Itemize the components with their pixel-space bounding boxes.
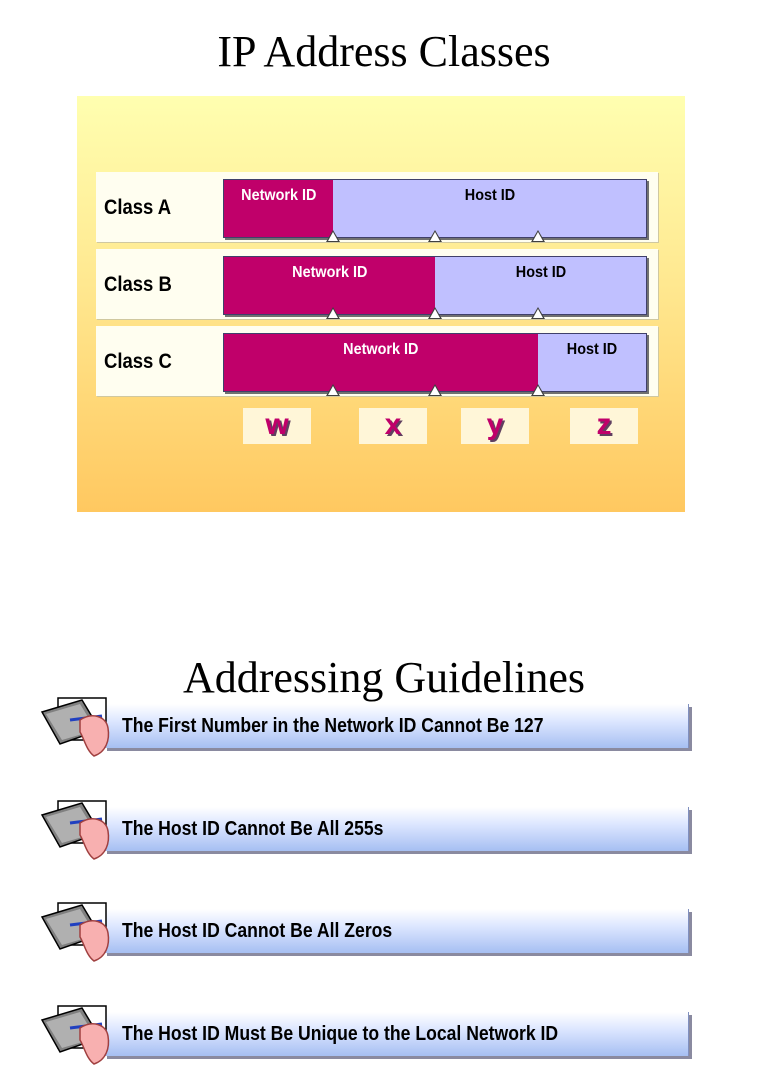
host-id-segment: Host ID bbox=[435, 257, 646, 314]
octet-label-y: y bbox=[461, 408, 529, 444]
class-label: Class A bbox=[104, 196, 172, 219]
address-bar: Network ID Host ID bbox=[223, 179, 647, 242]
guideline-text: The Host ID Must Be Unique to the Local … bbox=[122, 1023, 559, 1045]
notebook-pencil-icon bbox=[40, 902, 110, 962]
guideline-bar: The Host ID Must Be Unique to the Local … bbox=[104, 1012, 689, 1056]
guideline-bar: The First Number in the Network ID Canno… bbox=[104, 704, 689, 748]
notebook-pencil-icon bbox=[40, 1005, 110, 1065]
ip-classes-diagram: Class A Network ID Host ID Class B Netwo… bbox=[77, 96, 685, 512]
network-id-segment: Network ID bbox=[224, 180, 333, 237]
class-a-row: Class A Network ID Host ID bbox=[96, 172, 658, 242]
guideline-text: The Host ID Cannot Be All Zeros bbox=[122, 920, 393, 942]
octet-boundary-marker bbox=[428, 307, 442, 319]
octet-boundary-marker bbox=[531, 230, 545, 242]
octet-label-w: w bbox=[243, 408, 311, 444]
octet-boundary-marker bbox=[326, 384, 340, 396]
class-label: Class C bbox=[104, 350, 172, 373]
octet-boundary-marker bbox=[428, 230, 442, 242]
host-id-segment: Host ID bbox=[538, 334, 646, 391]
guideline-bar: The Host ID Cannot Be All Zeros bbox=[104, 909, 689, 953]
class-c-row: Class C Network ID Host ID bbox=[96, 326, 658, 396]
class-b-row: Class B Network ID Host ID bbox=[96, 249, 658, 319]
octet-boundary-marker bbox=[326, 230, 340, 242]
slide-title-guidelines: Addressing Guidelines bbox=[182, 653, 586, 702]
slide-title-ip-classes: IP Address Classes bbox=[217, 27, 551, 76]
notebook-pencil-icon bbox=[40, 800, 110, 860]
octet-boundary-marker bbox=[428, 384, 442, 396]
octet-label-x: x bbox=[359, 408, 427, 444]
octet-boundary-marker bbox=[531, 384, 545, 396]
address-bar: Network ID Host ID bbox=[223, 333, 647, 396]
network-id-segment: Network ID bbox=[224, 334, 538, 391]
octet-boundary-marker bbox=[531, 307, 545, 319]
guideline-item: The First Number in the Network ID Canno… bbox=[40, 697, 694, 762]
guideline-item: The Host ID Must Be Unique to the Local … bbox=[40, 1005, 694, 1070]
notebook-pencil-icon bbox=[40, 697, 110, 757]
octet-label-z: z bbox=[570, 408, 638, 444]
class-label: Class B bbox=[104, 273, 172, 296]
address-bar: Network ID Host ID bbox=[223, 256, 647, 319]
guideline-item: The Host ID Cannot Be All 255s bbox=[40, 800, 694, 865]
guideline-text: The Host ID Cannot Be All 255s bbox=[122, 818, 384, 840]
guideline-text: The First Number in the Network ID Canno… bbox=[122, 715, 544, 737]
octet-boundary-marker bbox=[326, 307, 340, 319]
guideline-bar: The Host ID Cannot Be All 255s bbox=[104, 807, 689, 851]
guideline-item: The Host ID Cannot Be All Zeros bbox=[40, 902, 694, 967]
host-id-segment: Host ID bbox=[333, 180, 646, 237]
network-id-segment: Network ID bbox=[224, 257, 435, 314]
